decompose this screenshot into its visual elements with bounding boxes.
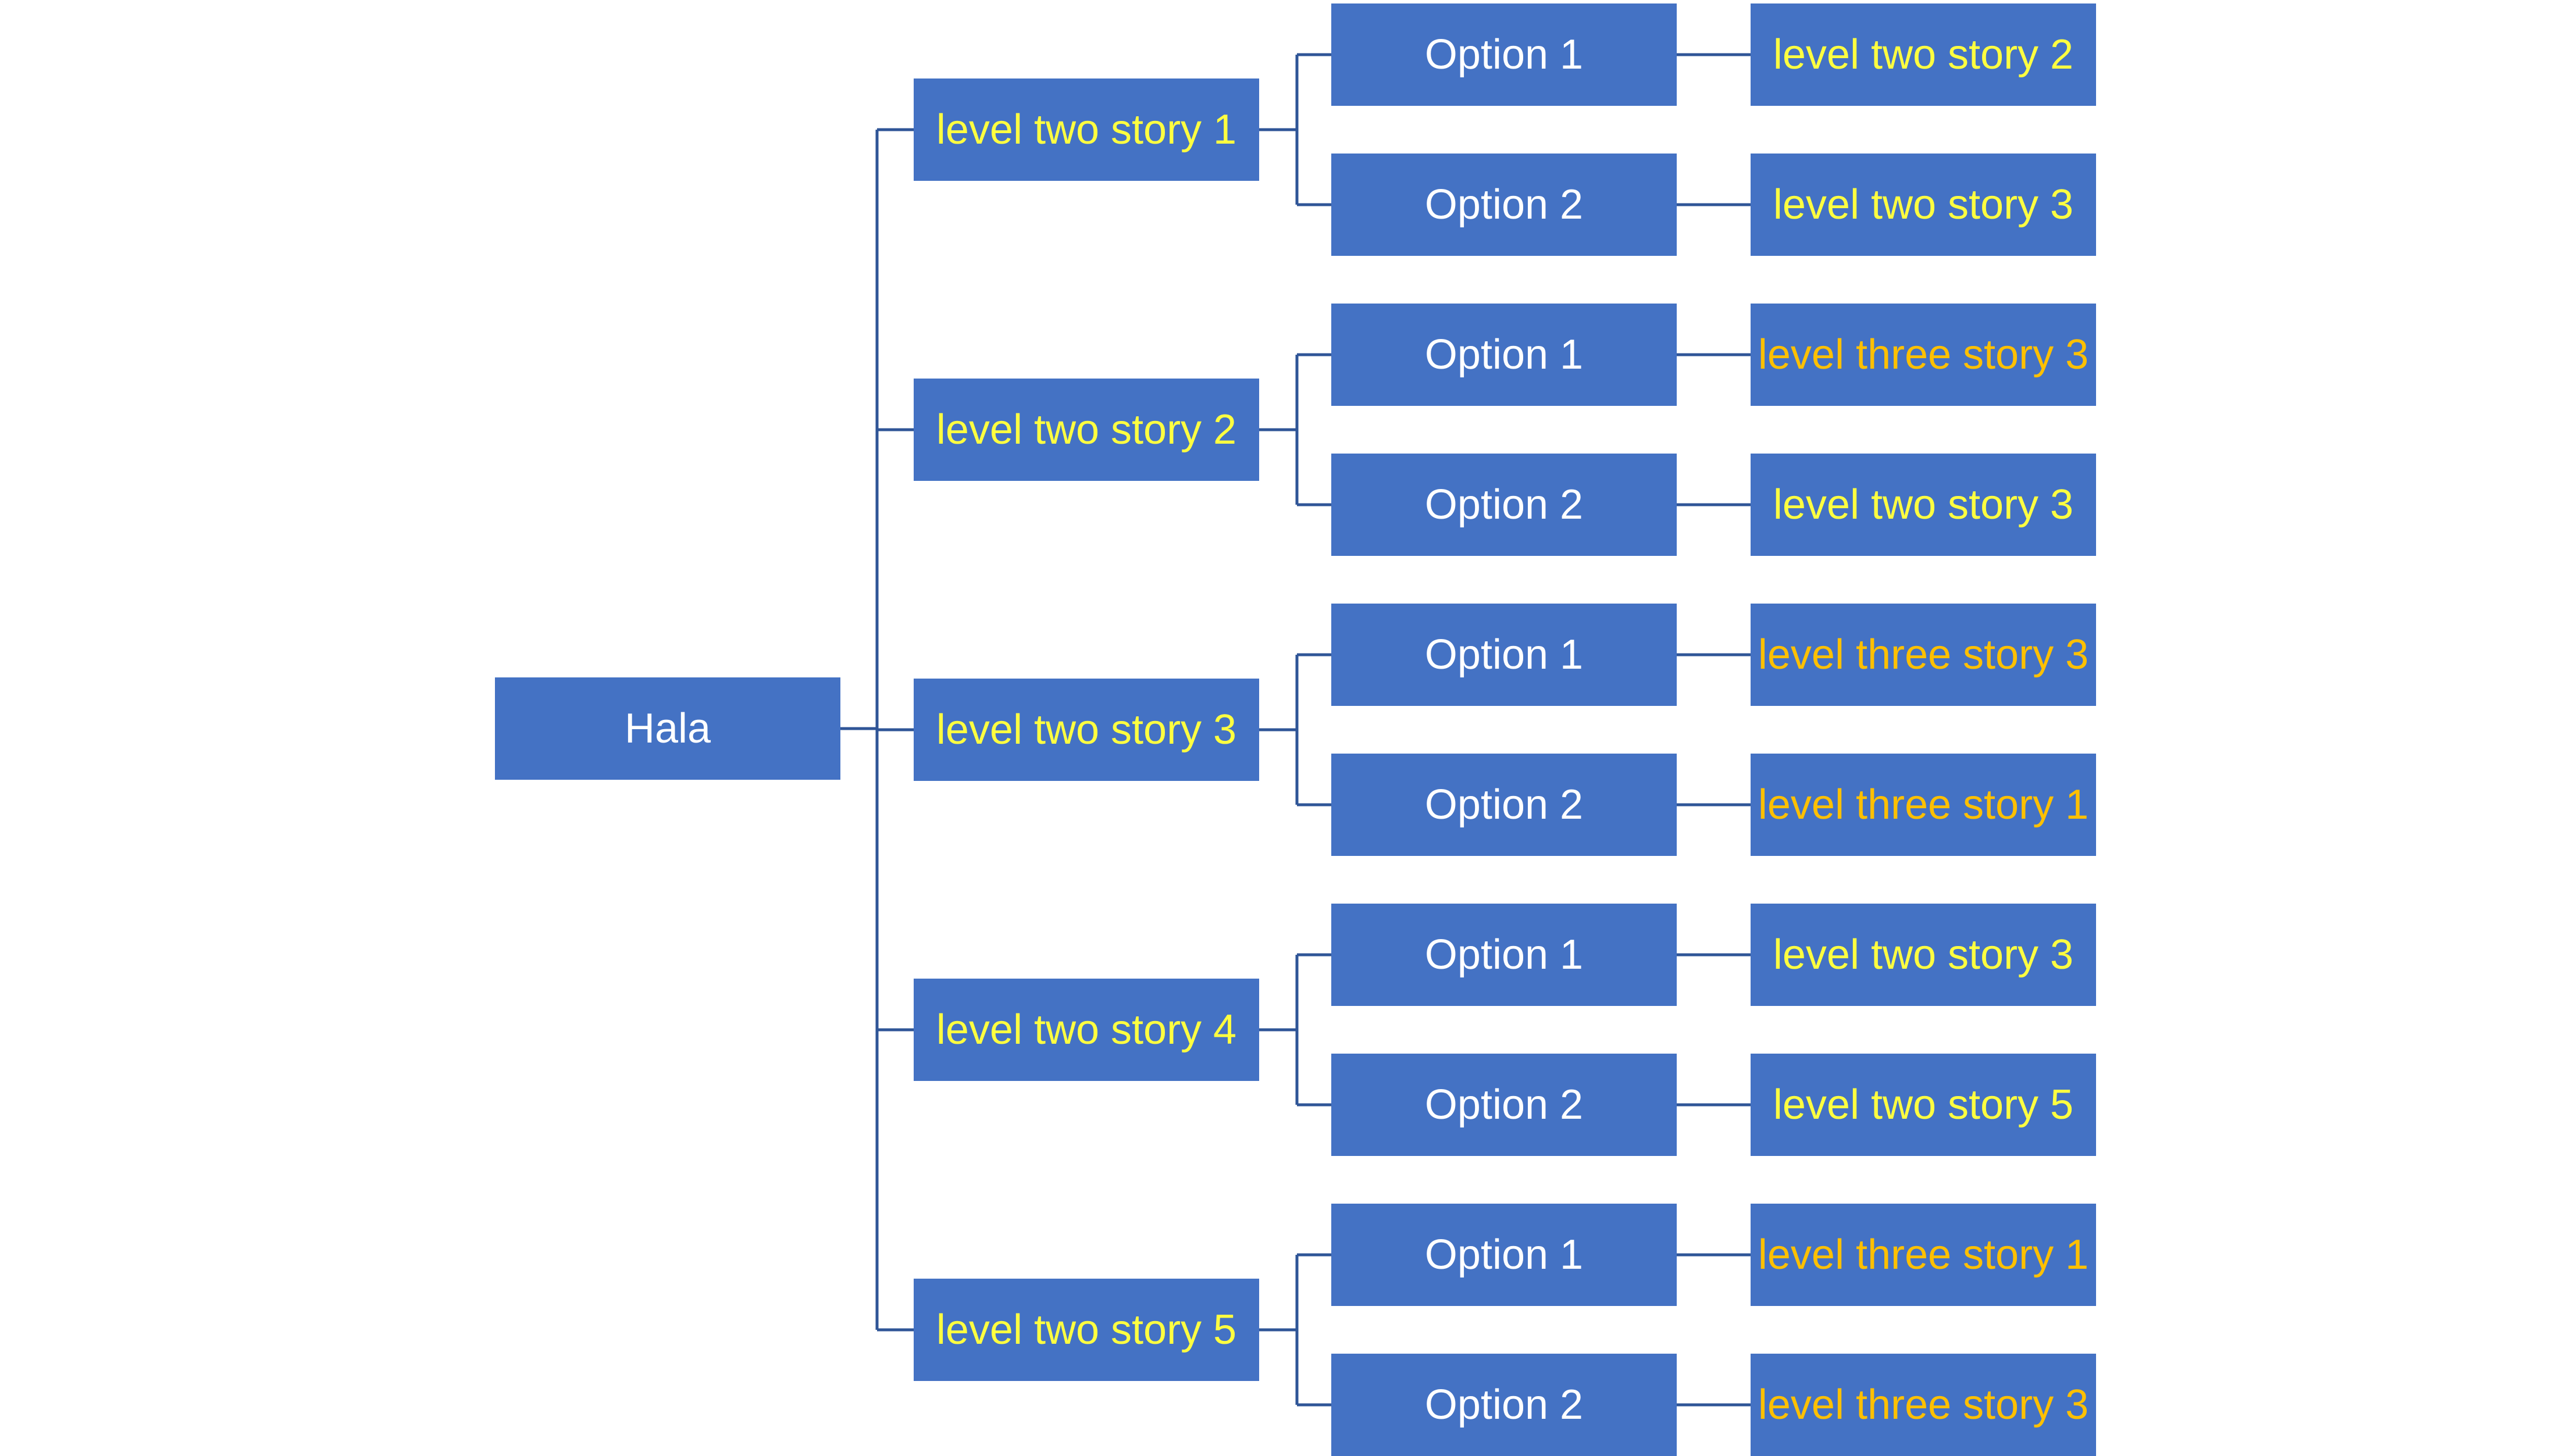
option-button-5-1-label: Option 1 [1424, 1232, 1584, 1278]
branch-node-level-two-story-2-label: level two story 2 [936, 406, 1237, 453]
target-node-level-two-story-3[interactable]: level two story 3 [1751, 904, 2096, 1006]
option-button-1-2-label: Option 2 [1424, 181, 1584, 228]
target-node-level-three-story-1[interactable]: level three story 1 [1751, 1204, 2096, 1306]
option-button-5-1[interactable]: Option 1 [1331, 1204, 1677, 1306]
branch-node-level-two-story-3[interactable]: level two story 3 [914, 679, 1259, 781]
target-node-level-two-story-2[interactable]: level two story 2 [1751, 3, 2096, 106]
option-button-4-1-label: Option 1 [1424, 932, 1584, 978]
target-node-level-two-story-3-label: level two story 3 [1773, 932, 2074, 978]
root-node[interactable]: Hala [495, 677, 840, 780]
target-node-level-two-story-5-label: level two story 5 [1773, 1082, 2074, 1128]
option-button-1-2[interactable]: Option 2 [1331, 154, 1677, 256]
option-button-3-1-label: Option 1 [1424, 631, 1584, 678]
branch-node-level-two-story-5[interactable]: level two story 5 [914, 1279, 1259, 1381]
option-button-4-1[interactable]: Option 1 [1331, 904, 1677, 1006]
root-node-label: Hala [624, 705, 711, 752]
target-node-level-three-story-3-label: level three story 3 [1758, 331, 2089, 378]
branch-node-level-two-story-1-label: level two story 1 [936, 106, 1237, 153]
option-button-5-2[interactable]: Option 2 [1331, 1354, 1677, 1456]
target-node-level-two-story-3-label: level two story 3 [1773, 481, 2074, 528]
option-button-1-1[interactable]: Option 1 [1331, 3, 1677, 106]
option-button-5-2-label: Option 2 [1424, 1382, 1584, 1428]
option-button-2-2-label: Option 2 [1424, 481, 1584, 528]
target-node-level-two-story-3[interactable]: level two story 3 [1751, 454, 2096, 556]
target-node-level-three-story-1-label: level three story 1 [1758, 781, 2089, 828]
target-node-level-three-story-3[interactable]: level three story 3 [1751, 304, 2096, 406]
option-button-3-1[interactable]: Option 1 [1331, 604, 1677, 706]
target-node-level-two-story-3[interactable]: level two story 3 [1751, 154, 2096, 256]
option-button-1-1-label: Option 1 [1424, 31, 1584, 78]
branch-node-level-two-story-1[interactable]: level two story 1 [914, 78, 1259, 181]
branch-node-level-two-story-3-label: level two story 3 [936, 706, 1237, 753]
option-button-2-1-label: Option 1 [1424, 331, 1584, 378]
target-node-level-two-story-5[interactable]: level two story 5 [1751, 1054, 2096, 1156]
branch-node-level-two-story-4[interactable]: level two story 4 [914, 979, 1259, 1081]
target-node-level-three-story-1-label: level three story 1 [1758, 1232, 2089, 1278]
option-button-2-1[interactable]: Option 1 [1331, 304, 1677, 406]
branch-node-level-two-story-4-label: level two story 4 [936, 1007, 1237, 1053]
option-button-4-2-label: Option 2 [1424, 1082, 1584, 1128]
branch-node-level-two-story-5-label: level two story 5 [936, 1307, 1237, 1353]
option-button-2-2[interactable]: Option 2 [1331, 454, 1677, 556]
option-button-3-2[interactable]: Option 2 [1331, 754, 1677, 856]
option-button-4-2[interactable]: Option 2 [1331, 1054, 1677, 1156]
option-button-3-2-label: Option 2 [1424, 781, 1584, 828]
branch-node-level-two-story-2[interactable]: level two story 2 [914, 379, 1259, 481]
target-node-level-three-story-1[interactable]: level three story 1 [1751, 754, 2096, 856]
target-node-level-two-story-3-label: level two story 3 [1773, 181, 2074, 228]
target-node-level-three-story-3-label: level three story 3 [1758, 631, 2089, 678]
target-node-level-two-story-2-label: level two story 2 [1773, 31, 2074, 78]
target-node-level-three-story-3[interactable]: level three story 3 [1751, 1354, 2096, 1456]
target-node-level-three-story-3-label: level three story 3 [1758, 1382, 2089, 1428]
target-node-level-three-story-3[interactable]: level three story 3 [1751, 604, 2096, 706]
